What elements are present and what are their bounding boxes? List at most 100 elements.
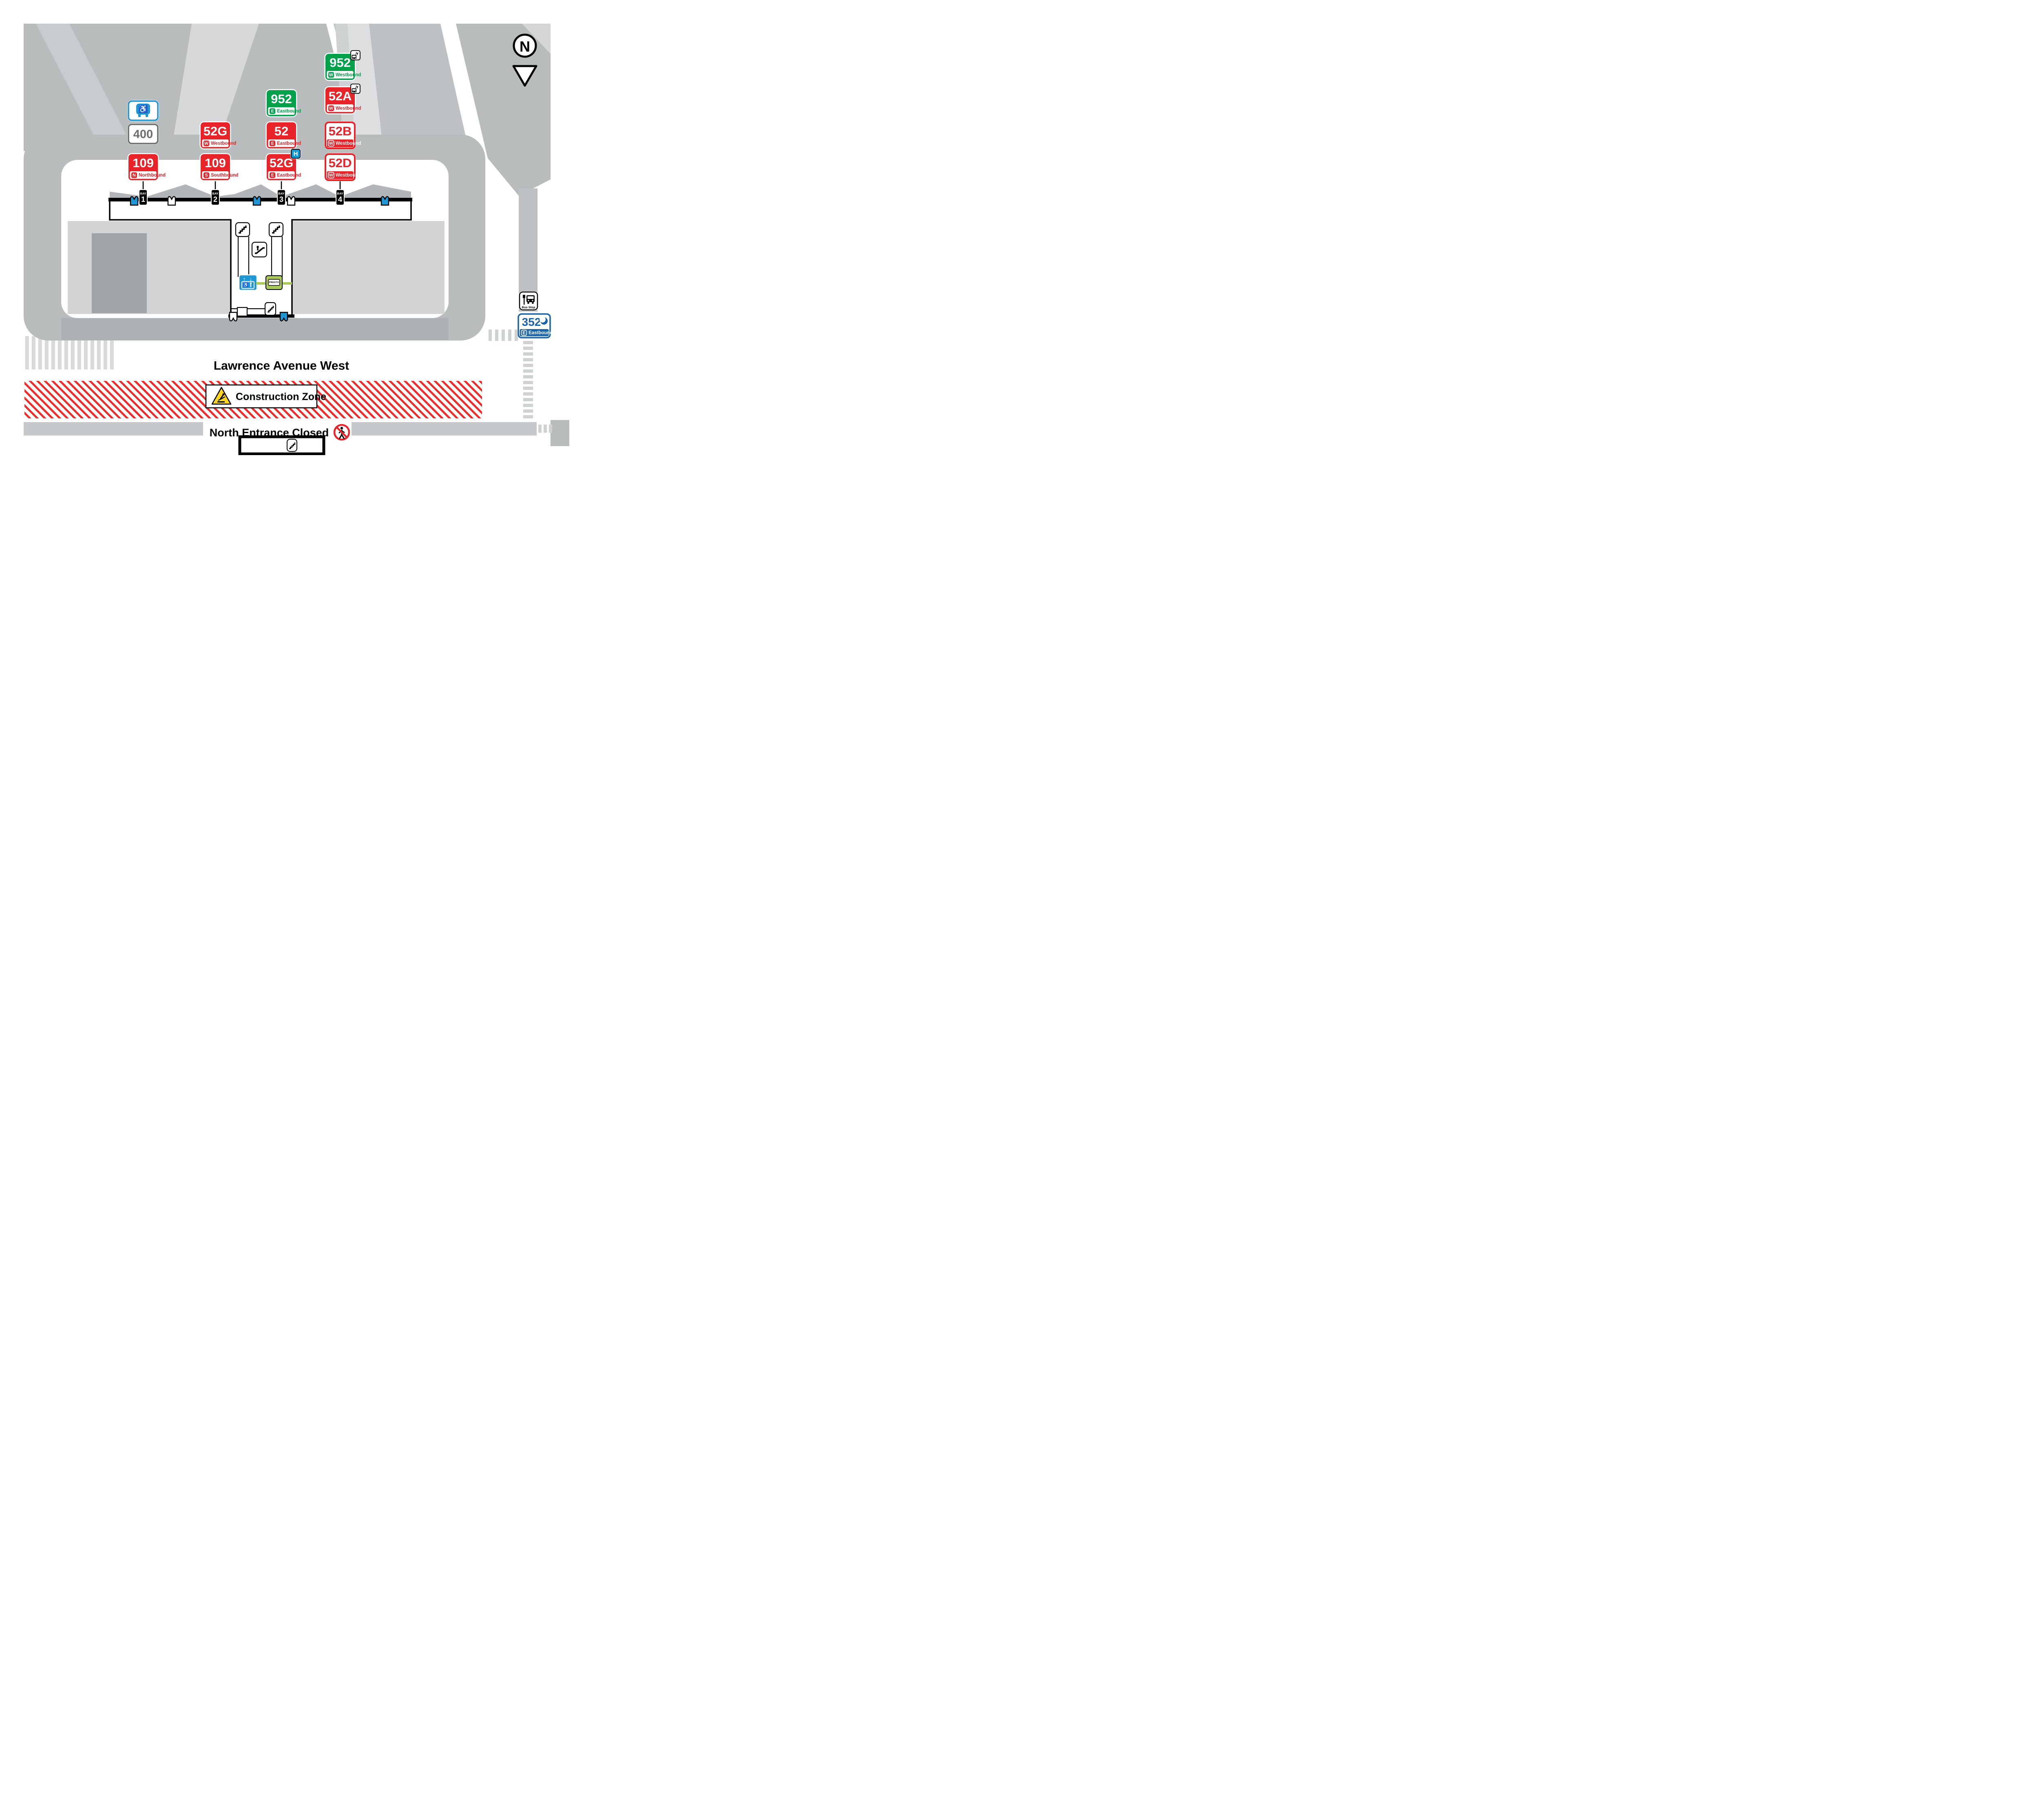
south-wall [228, 314, 294, 318]
compass-arrow [512, 65, 537, 87]
bay-tag-4: BAY 4 [336, 189, 345, 206]
route-badge-352-eastbound: 352 E Eastbound [517, 313, 553, 339]
bay-lines [142, 180, 341, 190]
svg-text:W: W [329, 141, 334, 146]
svg-text:52B: 52B [329, 124, 352, 138]
construction-zone-box: Construction Zone [205, 384, 326, 409]
construction-warning-icon [211, 387, 232, 405]
svg-text:52D: 52D [329, 156, 352, 170]
svg-text:W: W [329, 106, 334, 111]
bay-tag-1: BAY 1 [139, 189, 148, 206]
svg-text:W: W [329, 73, 334, 77]
route-badge-52b-westbound: 52B W Westbound [324, 121, 361, 150]
svg-text:Westbound: Westbound [336, 73, 361, 77]
svg-text:Eastbound: Eastbound [277, 141, 301, 146]
svg-text:2: 2 [213, 195, 217, 203]
svg-text:E: E [271, 141, 274, 146]
accessible-bus-icon: ♿ [136, 104, 150, 117]
compass: N [512, 33, 537, 87]
presto-label: PRESTO [269, 281, 279, 284]
north-entrance-structure [238, 435, 325, 455]
route-badge-52d-westbound: 52D W Westbound [324, 153, 361, 181]
svg-text:52A: 52A [329, 89, 352, 103]
svg-text:E: E [271, 173, 274, 178]
svg-text:952: 952 [271, 92, 292, 106]
stairs-icon [235, 222, 250, 237]
route-badge-952-eastbound: 952 E Eastbound [265, 89, 301, 117]
svg-text:52G: 52G [270, 156, 294, 170]
svg-text:E: E [522, 331, 525, 336]
loop-south-roadway [61, 318, 449, 340]
svg-text:E: E [271, 109, 274, 114]
svg-text:BAY: BAY [140, 192, 146, 195]
road-lane-light-2 [171, 24, 259, 151]
night-moon-icon [540, 316, 548, 325]
bus-stop-sign: Bus Stop [519, 291, 538, 311]
route-badge-109-southbound: 109 S Southbound [199, 153, 239, 181]
route-badge-52a-westbound: 52A W Westbound [324, 86, 361, 115]
presto-gate: PRESTO [265, 275, 283, 290]
svg-text:109: 109 [205, 156, 226, 170]
route-badge-52g-westbound: 52G W Westbound [199, 121, 236, 150]
svg-text:N: N [133, 173, 136, 178]
svg-text:↑: ↑ [243, 276, 246, 282]
svg-text:W: W [204, 141, 209, 146]
crosswalk-side-street [523, 335, 533, 418]
route-badge-109-northbound: 109 N Northbound [127, 153, 166, 181]
construction-zone-label: Construction Zone [236, 391, 326, 402]
svg-text:Southbound: Southbound [211, 173, 239, 178]
svg-text:S: S [205, 173, 208, 178]
airport-connection-icon: ✈ [350, 84, 360, 94]
elevator-icon: ↑ ↓ ♿ [238, 274, 258, 291]
svg-text:4: 4 [338, 195, 342, 203]
bay-markers: BAY 1 BAY 2 BAY 3 BAY 4 [139, 180, 345, 206]
svg-text:BAY: BAY [212, 192, 218, 195]
svg-text:52G: 52G [203, 124, 228, 138]
bus-stop-icon [523, 295, 535, 305]
stairs-icon [268, 222, 284, 237]
station-structure: ↑ ↓ ♿ PRESTO [108, 184, 412, 322]
svg-text:Eastbound: Eastbound [529, 331, 553, 336]
route-badge-952-westbound: 952 W Westbound [324, 53, 361, 81]
map-canvas: ↑ ↓ ♿ PRESTO [24, 24, 569, 455]
apron-island [92, 233, 147, 313]
svg-text:W: W [329, 173, 334, 178]
sidewalk-corner [551, 420, 569, 446]
svg-text:3: 3 [279, 195, 283, 203]
svg-text:Eastbound: Eastbound [277, 173, 301, 178]
svg-text:952: 952 [330, 55, 351, 70]
route-badge-52g-eastbound: 52G E Eastbound [265, 153, 301, 181]
hospital-icon: H [290, 148, 301, 159]
svg-text:↓: ↓ [250, 276, 252, 282]
apron-east [292, 221, 445, 314]
interior-room [237, 307, 248, 317]
stairs-icon-south [264, 302, 276, 316]
stairs-icon-entrance [287, 439, 297, 452]
svg-text:H: H [294, 150, 298, 157]
svg-text:BAY: BAY [337, 192, 343, 195]
airport-connection-icon: ✈ [350, 50, 360, 60]
svg-text:400: 400 [133, 128, 153, 141]
svg-text:♿: ♿ [243, 282, 249, 287]
side-street [519, 188, 537, 312]
svg-text:1: 1 [141, 195, 145, 203]
svg-text:Northbound: Northbound [139, 173, 166, 178]
svg-text:52: 52 [274, 124, 288, 138]
svg-text:Westbound: Westbound [336, 141, 361, 146]
road-lane-light-5 [522, 24, 551, 54]
route-badge-400: 400 [127, 123, 159, 145]
svg-text:♿: ♿ [138, 104, 148, 114]
svg-text:Westbound: Westbound [336, 106, 361, 111]
road-lane-light-1 [36, 24, 135, 151]
svg-text:Westbound: Westbound [211, 141, 236, 146]
svg-text:Westbound: Westbound [336, 173, 361, 178]
escalator-icon [251, 241, 268, 258]
accessible-route-badge: ♿ [127, 100, 159, 122]
no-pedestrian-icon [333, 424, 350, 441]
bay-tag-3: BAY 3 [277, 189, 286, 206]
crosswalk-southeast [489, 330, 518, 341]
crosswalk-southwest [25, 336, 114, 369]
compass-label: N [520, 38, 530, 55]
svg-text:Eastbound: Eastbound [277, 109, 301, 114]
svg-text:109: 109 [133, 156, 154, 170]
